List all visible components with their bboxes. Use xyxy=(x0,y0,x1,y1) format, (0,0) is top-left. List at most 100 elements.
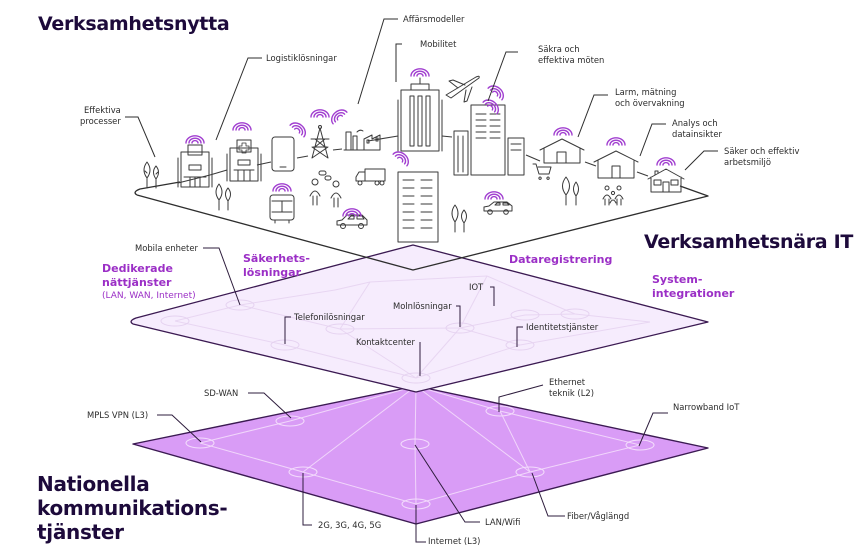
wifi-icon xyxy=(484,191,504,200)
label-line: Larm, mätning xyxy=(615,87,677,97)
node-identitet xyxy=(505,339,535,351)
category-line: lösningar xyxy=(243,266,302,279)
label-line: processer xyxy=(80,116,121,126)
wifi-icon xyxy=(310,109,330,118)
label-line: datainsikter xyxy=(672,129,722,139)
title-line: kommunikations- xyxy=(37,496,228,520)
skyscraper-icon xyxy=(397,77,443,152)
label-line: effektiva möten xyxy=(538,55,605,65)
category-systemintegrationer: System- integrationer xyxy=(652,273,734,301)
category-dedikerade-subtitle: (LAN, WAN, Internet) xyxy=(102,291,196,301)
category-line: nättjänster xyxy=(102,276,172,289)
wifi-icon xyxy=(606,137,626,146)
office-building-icon xyxy=(397,171,439,243)
connection-lines xyxy=(177,135,649,184)
label-molnlosningar: Molnlösningar xyxy=(393,301,452,311)
node-kontakt xyxy=(401,372,431,384)
people-chatting-icon xyxy=(309,170,342,208)
house-icon xyxy=(647,168,685,193)
label-fiber-vaglangd: Fiber/Våglängd xyxy=(567,511,630,521)
tree-icon xyxy=(215,183,231,211)
wifi-icon xyxy=(487,85,504,101)
label-lan-wifi: LAN/Wifi xyxy=(485,517,521,527)
label-logistiklosningar: Logistiklösningar xyxy=(266,53,337,63)
middle-leader-lines xyxy=(203,247,523,376)
label-line: Effektiva xyxy=(84,105,121,115)
label-line: teknik (L2) xyxy=(549,388,594,398)
label-affarsmodeller: Affärsmodeller xyxy=(403,14,465,24)
wifi-icon xyxy=(482,99,499,115)
label-kontaktcenter: Kontaktcenter xyxy=(356,337,416,347)
wifi-icon xyxy=(331,109,348,125)
label-line: Ethernet xyxy=(549,377,586,387)
bottom-plane-shape xyxy=(132,385,709,525)
wifi-icon xyxy=(656,157,676,166)
bottom-leader-lines xyxy=(157,384,668,543)
node-mpls xyxy=(185,437,215,449)
bus-icon xyxy=(269,194,295,224)
wifi-icon xyxy=(272,183,292,192)
wifi-icons xyxy=(185,68,676,217)
label-arbetsmiljo: Säker och effektiv arbetsmiljö xyxy=(724,146,799,168)
factory-icon xyxy=(343,129,381,151)
tree-icon xyxy=(562,176,579,206)
wifi-icon xyxy=(553,127,573,136)
label-identitetstjanster: Identitetstjänster xyxy=(526,322,599,332)
house-icon xyxy=(539,138,585,164)
shopping-cart-icon xyxy=(532,163,552,180)
top-plane-shape xyxy=(134,181,709,271)
node-lanwifi xyxy=(400,438,430,450)
top-leader-lines xyxy=(125,18,718,171)
node-mobila xyxy=(225,299,255,311)
node-fiber xyxy=(515,466,545,478)
middle-plane xyxy=(130,244,709,393)
label-mobila-enheter: Mobila enheter xyxy=(135,243,198,253)
power-pylon-icon xyxy=(310,125,330,159)
label-effektiva-processer: Effektiva processer xyxy=(80,105,121,127)
node-ethernet xyxy=(485,405,515,417)
wifi-icon xyxy=(410,68,430,77)
title-line: tjänster xyxy=(37,520,124,544)
label-mobilitet: Mobilitet xyxy=(420,39,457,49)
house-icon xyxy=(593,150,639,179)
label-line: Analys och xyxy=(672,118,718,128)
label-sd-wan: SD-WAN xyxy=(204,388,239,398)
category-sakerhetslosningar: Säkerhets- lösningar xyxy=(243,252,310,280)
label-sakra-moten: Säkra och effektiva möten xyxy=(538,44,604,66)
label-telefonilosningar: Telefonilösningar xyxy=(294,312,365,322)
school-building-icon xyxy=(177,144,213,188)
label-larm-matning: Larm, mätning och övervakning xyxy=(615,87,685,109)
hospital-icon xyxy=(226,139,262,182)
title-verksamhetsnytta: Verksamhetsnytta xyxy=(38,13,230,35)
label-ethernet-teknik: Ethernet teknik (L2) xyxy=(549,377,594,399)
label-analys: Analys och datainsikter xyxy=(672,118,722,140)
middle-plane-shape xyxy=(130,244,709,393)
title-verksamhetsnara-it: Verksamhetsnära IT xyxy=(644,231,854,253)
wifi-icon xyxy=(342,208,362,217)
category-line: Dedikerade xyxy=(102,262,173,275)
wifi-icon xyxy=(232,122,252,131)
category-line: integrationer xyxy=(652,287,735,300)
node-sdwan xyxy=(275,415,305,427)
category-dedikerade-nattjanster: Dedikerade nättjänster xyxy=(102,262,173,290)
label-mpls-vpn: MPLS VPN (L3) xyxy=(87,410,149,420)
top-plane xyxy=(134,135,709,271)
label-iot: IOT xyxy=(469,282,484,292)
label-2g-5g: 2G, 3G, 4G, 5G xyxy=(318,520,382,530)
title-line: Nationella xyxy=(37,472,150,496)
bottom-network-lines xyxy=(199,385,641,505)
node-narrowband xyxy=(625,439,655,451)
wifi-icon xyxy=(392,151,409,167)
label-narrowband-iot: Narrowband IoT xyxy=(673,402,740,412)
title-nationella-kommunikationstjanster: Nationella kommunikations- tjänster xyxy=(37,472,228,544)
label-internet-l3: Internet (L3) xyxy=(428,536,481,546)
wifi-icon xyxy=(185,135,205,144)
wifi-icon xyxy=(289,122,306,138)
family-icon xyxy=(602,185,624,206)
label-line: arbetsmiljö xyxy=(724,157,771,167)
bottom-nodes xyxy=(185,405,655,510)
truck-icon xyxy=(355,168,386,186)
category-dataregistrering: Dataregistrering xyxy=(509,253,613,266)
office-building-icon xyxy=(453,104,525,176)
